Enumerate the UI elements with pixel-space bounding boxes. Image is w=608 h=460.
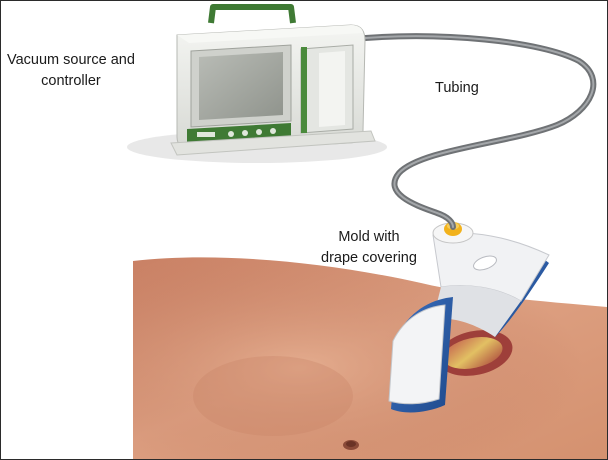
vacuum-source-label: Vacuum source and controller <box>7 50 135 92</box>
mold-label-line1: Mold with <box>321 227 417 248</box>
mold-label: Mold with drape covering <box>321 227 417 269</box>
vacuum-source-label-line1: Vacuum source and <box>7 50 135 71</box>
tube-icon <box>353 36 593 227</box>
vacuum-pump-icon <box>127 7 387 163</box>
torso <box>133 257 607 459</box>
tubing-label: Tubing <box>435 78 479 99</box>
vacuum-source-label-line2: controller <box>7 71 135 92</box>
mold-label-line2: drape covering <box>321 248 417 269</box>
